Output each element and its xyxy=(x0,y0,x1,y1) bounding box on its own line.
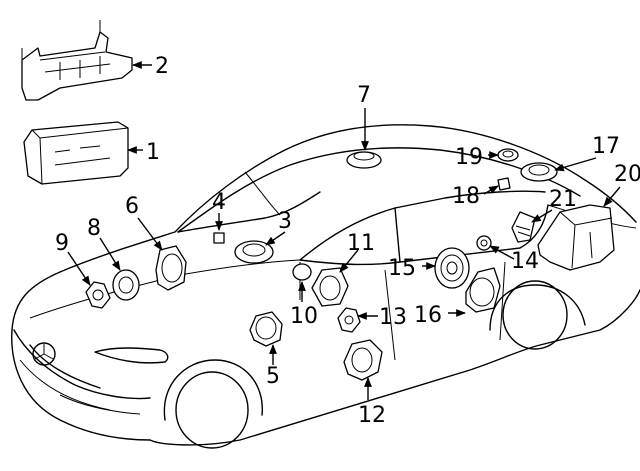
part-13 xyxy=(337,307,361,333)
callout-7: 7 xyxy=(357,83,371,108)
part-9 xyxy=(85,281,111,309)
callout-17: 17 xyxy=(592,134,620,159)
part-2-bracket xyxy=(21,20,133,101)
callout-16: 16 xyxy=(414,303,442,328)
callout-1: 1 xyxy=(146,140,160,165)
part-12-speaker xyxy=(343,339,383,381)
callout-5: 5 xyxy=(266,364,280,389)
part-21 xyxy=(511,211,536,243)
callout-15: 15 xyxy=(388,256,416,281)
callout-19: 19 xyxy=(455,145,483,170)
part-1-module xyxy=(23,121,129,185)
callout-14: 14 xyxy=(511,249,539,274)
part-11-speaker xyxy=(311,267,349,307)
callout-21: 21 xyxy=(549,187,577,212)
callout-8: 8 xyxy=(87,216,101,241)
part-10-tweeter xyxy=(292,263,312,281)
callout-13: 13 xyxy=(379,305,407,330)
part-17 xyxy=(520,162,558,182)
part-19 xyxy=(497,148,519,162)
part-16-speaker xyxy=(465,267,501,313)
part-4 xyxy=(213,232,225,244)
callout-20: 20 xyxy=(614,162,640,187)
part-8 xyxy=(112,269,140,301)
part-7-speaker xyxy=(346,151,382,169)
callout-6: 6 xyxy=(125,194,139,219)
callout-2: 2 xyxy=(155,54,169,79)
part-18 xyxy=(497,177,511,191)
callout-9: 9 xyxy=(55,231,69,256)
part-20-enclosure xyxy=(537,204,615,271)
leader-arrows xyxy=(67,61,621,400)
part-14 xyxy=(476,235,492,251)
part-15-speaker xyxy=(434,247,470,289)
part-6-speaker xyxy=(155,245,187,291)
callout-3: 3 xyxy=(278,209,292,234)
callout-18: 18 xyxy=(452,184,480,209)
callout-12: 12 xyxy=(358,403,386,428)
callout-10: 10 xyxy=(290,304,318,329)
part-3-speaker xyxy=(234,240,274,264)
part-5-speaker xyxy=(249,311,283,347)
callout-4: 4 xyxy=(212,190,226,215)
callout-11: 11 xyxy=(347,231,375,256)
